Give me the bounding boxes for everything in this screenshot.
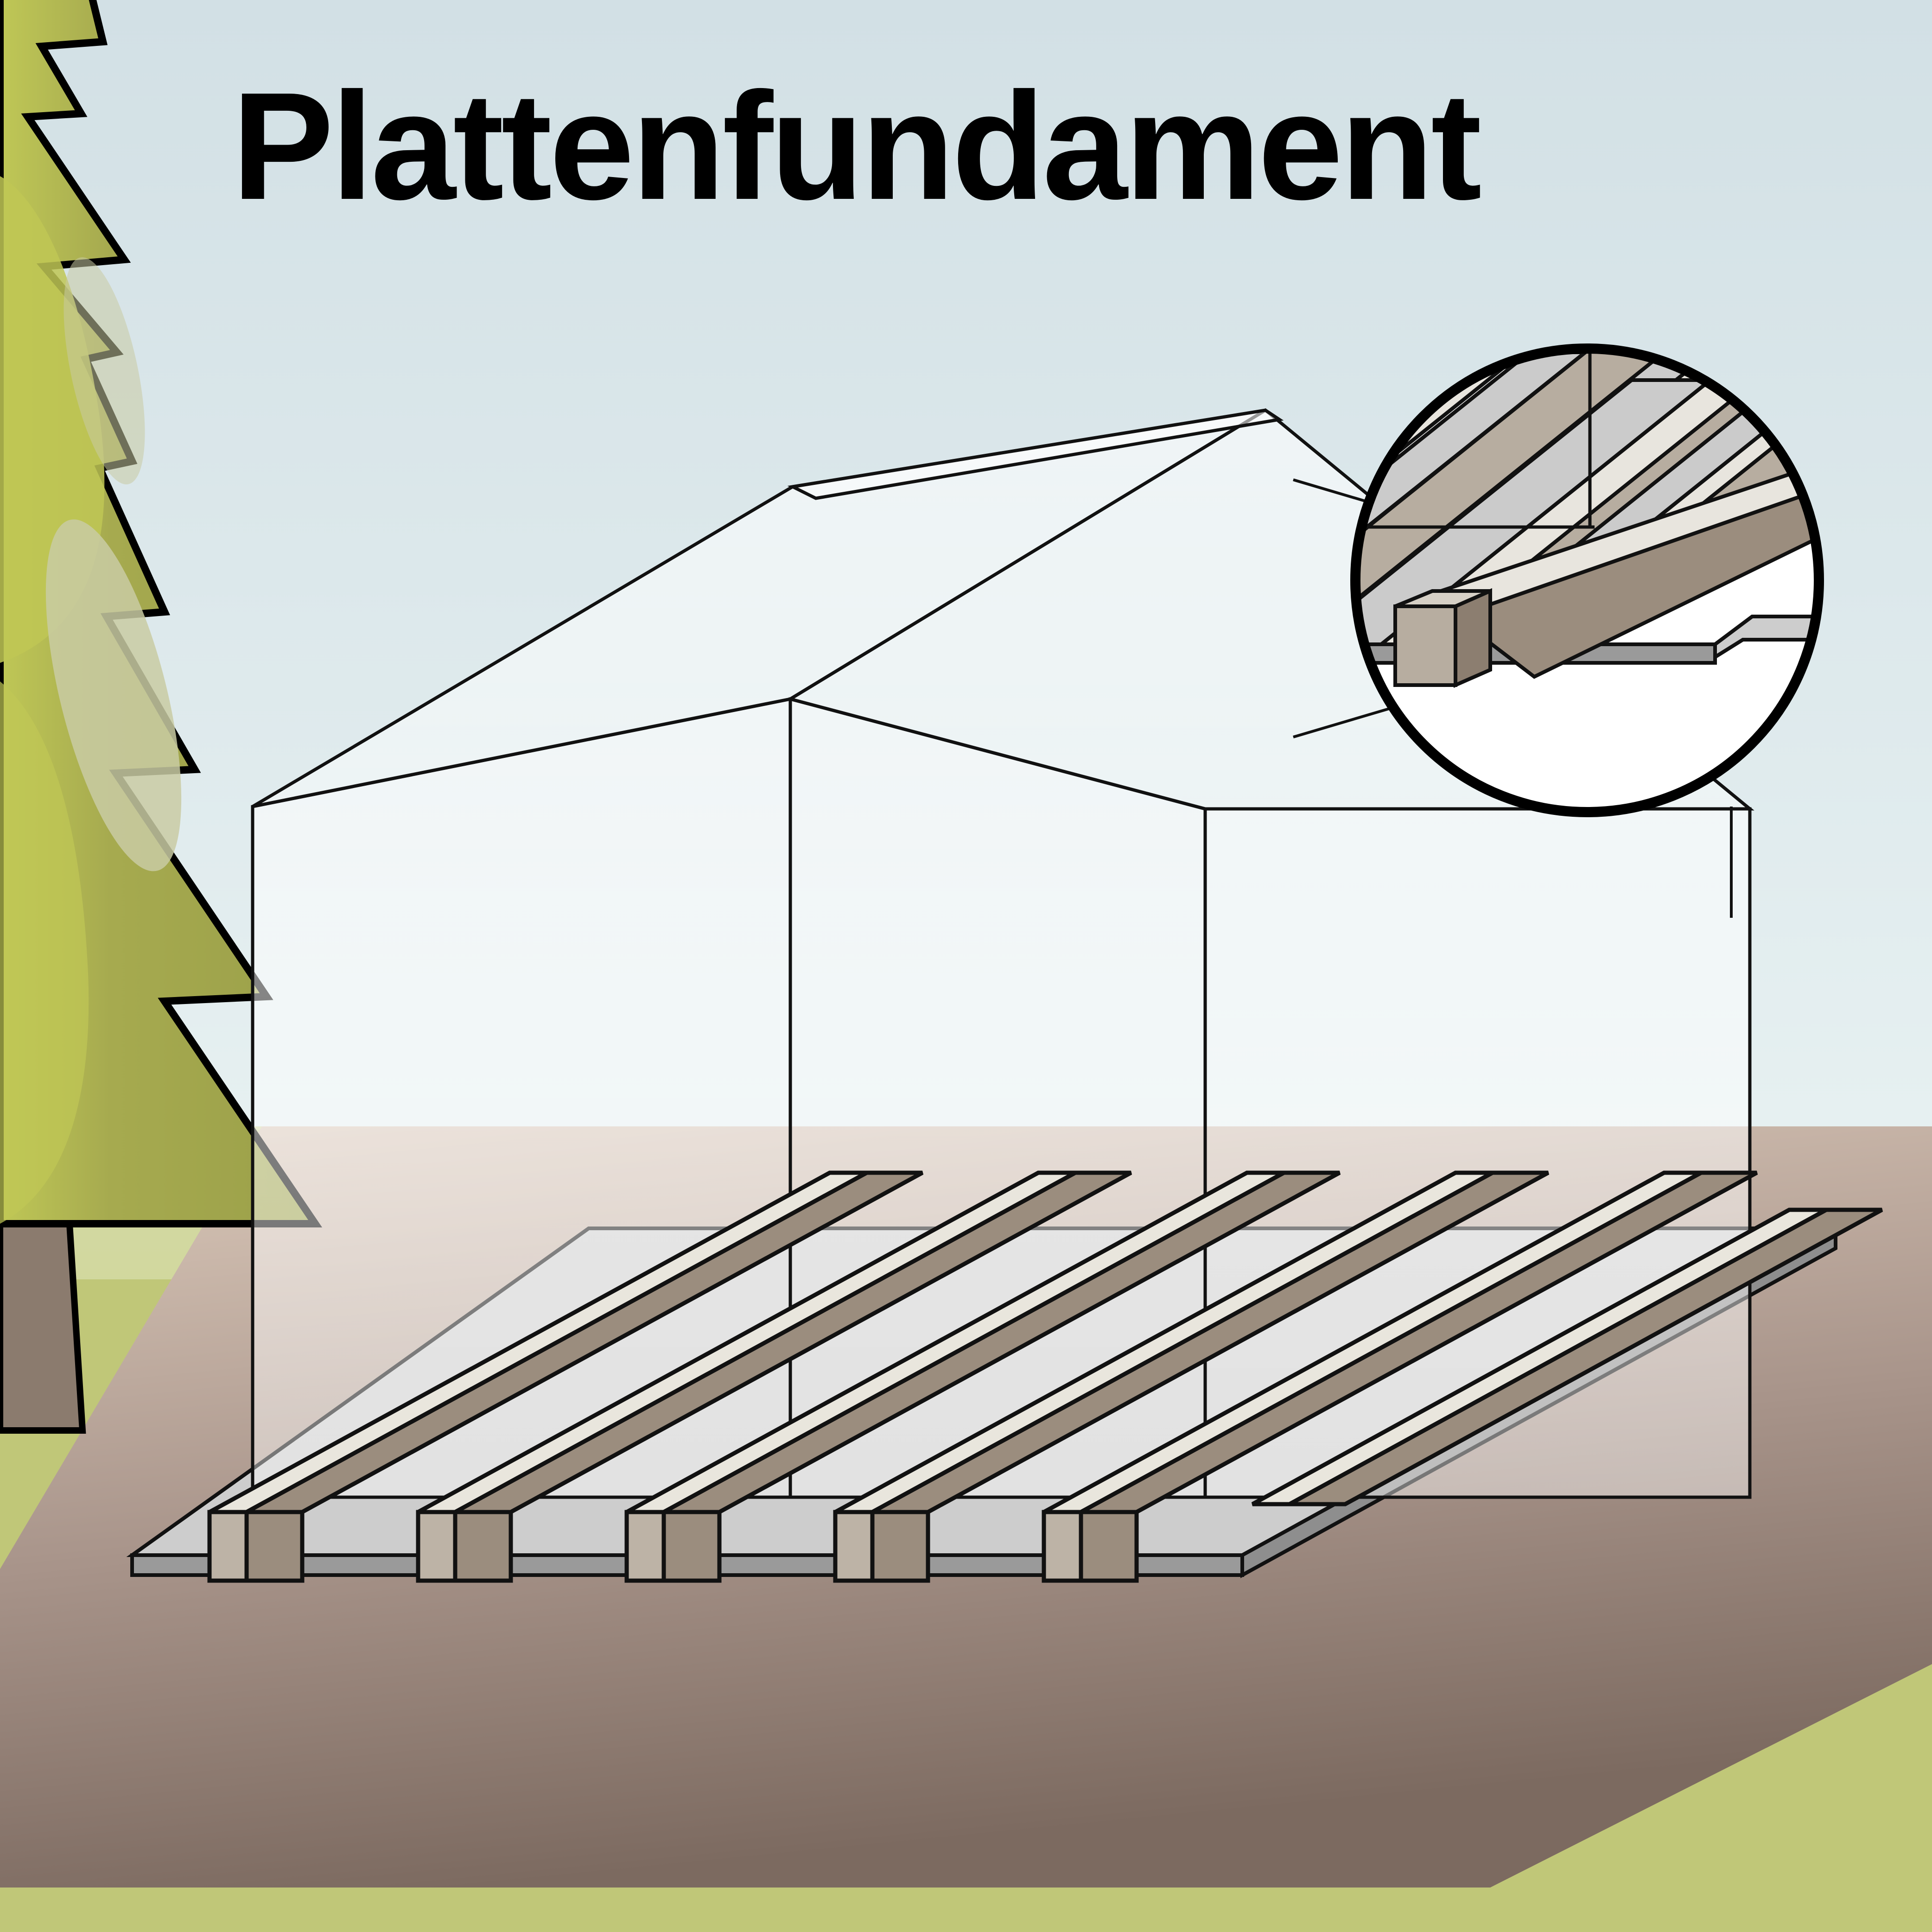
joist-5 (1042, 1170, 1758, 1583)
tree-leaf-shadow-upper (64, 257, 145, 484)
joist-6 (1251, 1208, 1883, 1506)
joist-6-side (1288, 1208, 1883, 1506)
grass-bottom-strip (0, 1887, 1932, 1932)
tree-trunk (0, 1220, 86, 1434)
joist-2-end-side (453, 1510, 513, 1583)
joist-4-end-side (870, 1510, 930, 1583)
joist-4-end (833, 1510, 875, 1583)
callout-beam-side (1451, 466, 1819, 679)
joist-4 (833, 1170, 1550, 1583)
joist-2-end (416, 1510, 458, 1583)
tree-leaf-shadow (45, 519, 182, 871)
callout-circle-border[interactable] (1350, 343, 1824, 817)
joist-2 (416, 1170, 1132, 1583)
house-roof-ridge-face (787, 408, 1284, 500)
joist-3-end-side (661, 1510, 722, 1583)
callout-beam-end-face (1393, 604, 1457, 687)
timber-joists (207, 1170, 1883, 1583)
tree-foliage-highlight-lower (0, 681, 89, 1224)
callout-beam-end-right (1454, 588, 1492, 688)
joist-1-end (207, 1510, 249, 1583)
joist-5-end (1042, 1510, 1083, 1583)
joist-3 (624, 1170, 1341, 1583)
callout-leader-lower (1293, 705, 1396, 738)
conifer-tree (0, 0, 323, 1434)
joist-5-end-side (1079, 1510, 1139, 1583)
joist-1-end-side (244, 1510, 305, 1583)
joist-3-end (624, 1510, 666, 1583)
joist-1 (207, 1170, 924, 1583)
